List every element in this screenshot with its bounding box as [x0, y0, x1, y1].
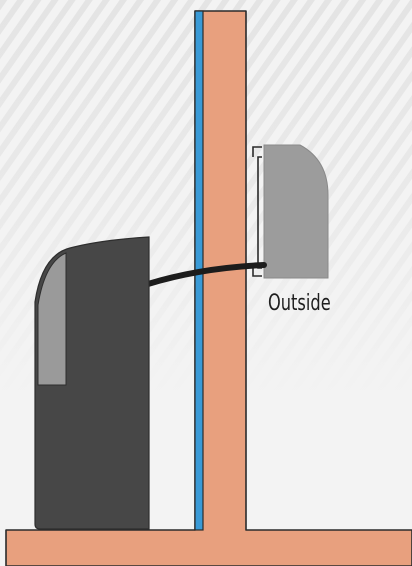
indoor-unit-side-panel — [37, 252, 67, 386]
outdoor-vent-unit — [252, 144, 329, 279]
portable-air-conditioner-icon — [34, 236, 150, 530]
wall-and-floor — [5, 10, 412, 566]
outside-label: Outside — [268, 291, 331, 316]
outdoor-unit-body — [263, 144, 329, 279]
exhaust-hose — [145, 262, 267, 287]
